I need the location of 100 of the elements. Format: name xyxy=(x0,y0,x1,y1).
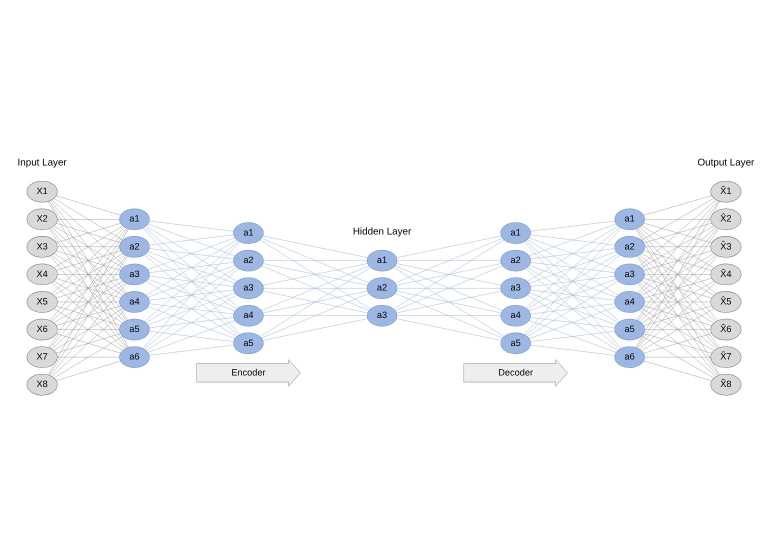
node-ellipse: a1 xyxy=(614,208,645,230)
connector xyxy=(529,238,616,270)
node-ellipse: X4 xyxy=(26,264,58,286)
node-ellipse: X6 xyxy=(26,318,58,340)
connector xyxy=(529,320,616,353)
connector xyxy=(394,240,504,310)
connector xyxy=(639,310,716,377)
connector xyxy=(148,304,234,314)
connector xyxy=(148,344,234,356)
connector xyxy=(57,329,120,330)
connector xyxy=(148,292,236,325)
connector xyxy=(529,251,616,284)
connector xyxy=(526,240,620,322)
connector xyxy=(50,283,126,376)
connector xyxy=(48,201,129,348)
connector xyxy=(56,306,121,326)
label: Hidden Layer xyxy=(352,226,412,238)
label: Output Layer xyxy=(698,158,754,169)
connector xyxy=(144,227,239,308)
connector xyxy=(49,256,128,376)
connector xyxy=(394,238,503,284)
connector xyxy=(638,228,718,321)
connector xyxy=(641,336,714,378)
connector xyxy=(530,331,616,342)
node-ellipse: X̂7 xyxy=(710,346,742,368)
connector xyxy=(641,280,714,324)
connector xyxy=(529,278,616,312)
connector xyxy=(144,240,239,322)
connector xyxy=(148,248,234,260)
node-ellipse: X̂6 xyxy=(710,318,742,340)
connector xyxy=(57,274,120,275)
node-ellipse: a5 xyxy=(119,318,150,340)
label: Input Layer xyxy=(18,158,67,169)
connector xyxy=(644,250,712,271)
connector xyxy=(524,242,622,348)
connector xyxy=(52,310,126,376)
node-ellipse: a3 xyxy=(233,277,264,299)
connector xyxy=(526,227,620,308)
node-ellipse: a5 xyxy=(233,332,264,354)
connector xyxy=(148,234,234,246)
connector xyxy=(48,228,129,376)
connector xyxy=(529,292,616,326)
connector xyxy=(644,219,711,220)
node-ellipse: a3 xyxy=(366,304,398,327)
connector xyxy=(148,278,236,312)
connector xyxy=(644,278,712,298)
connector xyxy=(644,246,711,248)
node-ellipse: a4 xyxy=(614,291,645,313)
connector xyxy=(142,242,240,349)
node-ellipse: X̂4 xyxy=(710,264,742,286)
connector xyxy=(49,201,128,320)
connector xyxy=(148,265,236,298)
node-ellipse: X̂8 xyxy=(710,374,742,396)
connector xyxy=(530,234,616,246)
node-ellipse: X̂3 xyxy=(710,236,742,258)
node-ellipse: a3 xyxy=(614,264,645,286)
connector xyxy=(644,356,711,358)
connector xyxy=(396,236,502,258)
connector xyxy=(644,360,712,381)
node-ellipse: a1 xyxy=(500,222,531,244)
node-ellipse: a6 xyxy=(614,346,645,368)
node-ellipse: a4 xyxy=(500,304,531,327)
connector xyxy=(148,306,236,339)
connector xyxy=(396,318,502,341)
connector xyxy=(52,227,126,294)
connector xyxy=(56,361,121,381)
connector xyxy=(644,306,712,326)
node-ellipse: a1 xyxy=(233,222,264,244)
connector xyxy=(524,228,622,335)
node-ellipse: X7 xyxy=(26,346,58,368)
connector xyxy=(56,223,121,243)
connector xyxy=(56,196,121,216)
connector xyxy=(49,228,128,348)
connector xyxy=(146,294,237,351)
connector xyxy=(56,333,121,354)
connector xyxy=(530,276,616,287)
connector xyxy=(262,318,368,341)
connector xyxy=(530,304,616,314)
connector xyxy=(148,331,234,342)
connector xyxy=(394,267,504,337)
connector xyxy=(146,280,237,337)
connector xyxy=(636,228,720,376)
connector xyxy=(529,265,616,298)
connector xyxy=(530,220,616,232)
node-ellipse: a2 xyxy=(233,250,264,272)
node-ellipse: a4 xyxy=(119,291,150,313)
node-ellipse: X̂5 xyxy=(710,291,742,313)
node-ellipse: X3 xyxy=(26,236,58,258)
connector xyxy=(636,201,719,320)
connector xyxy=(142,228,240,335)
connector xyxy=(261,266,370,311)
connector xyxy=(639,282,716,350)
connector xyxy=(644,329,711,330)
node-ellipse: X1 xyxy=(26,180,58,202)
connector xyxy=(527,280,618,337)
node-ellipse: a3 xyxy=(500,277,531,299)
connector xyxy=(54,198,123,240)
connector xyxy=(636,256,719,376)
connector xyxy=(644,274,711,275)
connector xyxy=(394,293,503,338)
